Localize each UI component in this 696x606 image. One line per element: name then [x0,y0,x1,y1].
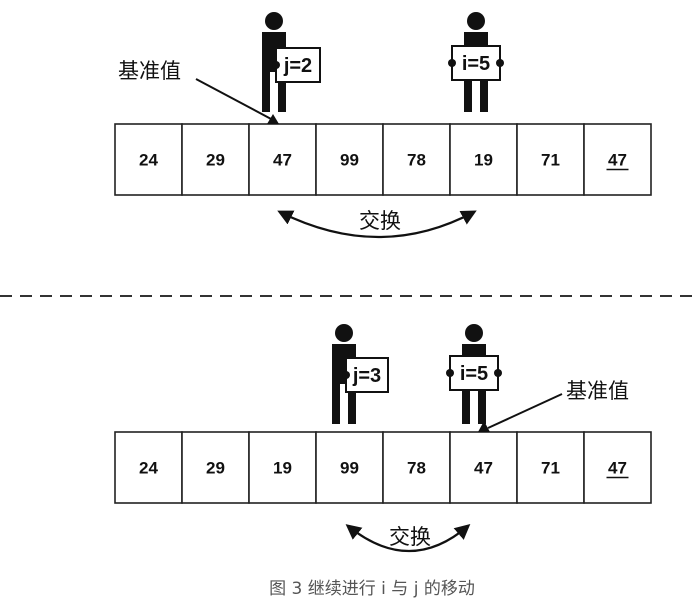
array-cell-value: 99 [340,459,359,478]
swap-arrow-bottom-icon [345,523,471,552]
sign-i-top: i=5 [462,53,490,75]
array-cell-value: 47 [273,151,292,170]
array-cell [181,431,250,504]
array-cell [114,123,183,196]
array-cell [516,431,585,504]
array-cell [181,123,250,196]
array-cell-value: 19 [474,151,493,170]
array-cell [248,123,317,196]
sign-i-bottom: i=5 [460,363,488,385]
array-cell-value: 19 [273,459,292,478]
sign-j-top: j=2 [283,55,312,77]
array-cell-value: 47 [608,459,627,478]
array-cell-value: 47 [608,151,627,170]
top-array: 24 29 47 99 78 19 71 47 [114,123,652,196]
pivot-pointer-top-icon [195,78,274,121]
array-cell-value: 78 [407,151,426,170]
pivot-pointer-bottom-icon [487,393,563,429]
array-cell [382,431,451,504]
array-cell [449,123,518,196]
pivot-marker-bottom-icon [478,421,490,432]
array-cell-value: 78 [407,459,426,478]
array-cell-value: 29 [206,151,225,170]
array-cell [382,123,451,196]
bottom-array: 24 29 19 99 78 47 71 47 [114,431,652,504]
array-cell-value: 47 [474,459,493,478]
person-i-top-icon: i=5 [448,12,504,112]
array-cell-value: 24 [139,151,158,170]
array-cell [315,431,384,504]
swap-arrow-top-icon [277,210,477,238]
person-i-bottom-icon: i=5 [446,324,502,424]
person-j-top-icon: j=2 [262,12,321,112]
top-panel: 24 29 47 99 78 19 71 47 j=2 i=5 基准值 交换 [114,12,652,238]
array-cell-value: 99 [340,151,359,170]
array-cell-value: 24 [139,459,158,478]
bottom-panel: 24 29 19 99 78 47 71 47 j=3 i=5 基准值 交换 [114,324,652,552]
pivot-label-top: 基准值 [118,59,181,83]
figure-caption: 图 3 继续进行 i 与 j 的移动 [269,579,475,599]
array-cell-value: 71 [541,459,560,478]
pivot-label-bottom: 基准值 [566,379,629,403]
array-cell-value: 29 [206,459,225,478]
swap-label-bottom: 交换 [389,525,431,549]
array-cell [516,123,585,196]
person-j-bottom-icon: j=3 [332,324,389,424]
sign-j-bottom: j=3 [352,365,381,387]
array-cell [583,431,652,504]
swap-label-top: 交换 [359,209,401,233]
pivot-marker-top-icon [267,114,279,124]
array-cell [583,123,652,196]
array-cell-value: 71 [541,151,560,170]
